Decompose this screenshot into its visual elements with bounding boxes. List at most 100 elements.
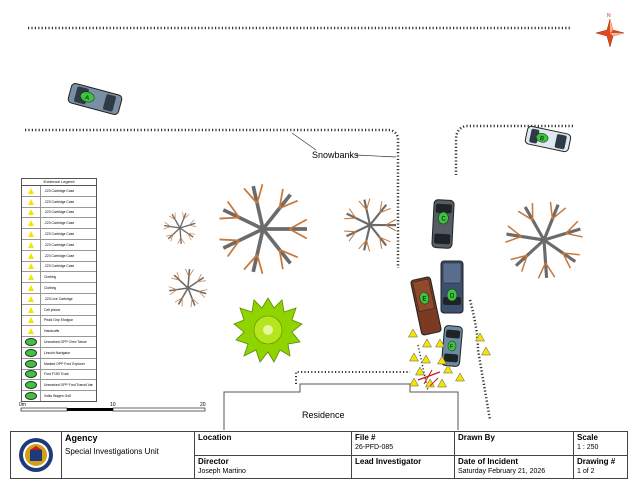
triangle-icon [28, 317, 34, 324]
evidence-marker[interactable] [415, 366, 425, 376]
evidence-marker-icon [22, 283, 41, 293]
tb-date-header: Date of Incident [458, 456, 519, 466]
title-block: Agency Special Investigations Unit Locat… [10, 431, 628, 479]
tb-location-header: Location [198, 433, 232, 442]
legend-row: Cell phone [22, 304, 96, 316]
oval-icon [25, 359, 37, 368]
snowbank-right [454, 124, 573, 175]
residence-label: Residence [302, 410, 345, 420]
legend-label: Clothing [44, 275, 57, 280]
legend-label: .223 Cartridge Case [44, 188, 75, 193]
evidence-legend: Evidence Legend .223 Cartridge Case .223 … [21, 178, 97, 402]
evidence-marker[interactable] [409, 352, 419, 362]
evidence-marker[interactable] [422, 338, 432, 348]
vehicle-b[interactable]: B [524, 125, 572, 153]
scale-bar: 0m 10 20 [19, 402, 206, 412]
tb-director-value: Joseph Martino [198, 467, 246, 475]
oval-icon [25, 338, 37, 347]
tb-drawn-header: Drawn By [458, 433, 495, 442]
vehicle-e-letter: E [422, 297, 426, 303]
tree [219, 183, 308, 275]
evidence-marker-icon [22, 196, 41, 207]
legend-label: Unmarked OPP Ford Transit Van [44, 383, 94, 388]
evidence-marker-icon [22, 218, 41, 229]
legend-row: .223 Cartridge Case [22, 250, 96, 262]
legend-label: .223 Cartridge Case [44, 264, 75, 269]
triangle-icon [28, 231, 34, 238]
evidence-marker[interactable] [443, 364, 453, 374]
trees [163, 183, 583, 308]
legend-row: .223 Cartridge Case [22, 196, 96, 208]
triangle-icon [28, 209, 34, 216]
legend-label: .223 Cartridge Case [44, 232, 75, 237]
north-compass: N [595, 13, 625, 48]
evidence-marker[interactable] [409, 377, 419, 387]
vehicle-marker-icon [22, 358, 41, 369]
tree [163, 211, 197, 245]
evidence-marker[interactable] [421, 354, 431, 364]
legend-row: .223 Cartridge Case [22, 239, 96, 251]
evidence-marker[interactable] [435, 338, 445, 348]
snowbanks-leader-1 [291, 132, 317, 151]
legend-label: Lincoln Navigator [44, 350, 71, 355]
legend-label: .223 Cartridge Case [44, 199, 75, 204]
tb-scale-col: Scale 1 : 250 Drawing # 1 of 2 [574, 432, 627, 478]
tb-lead-cell: Lead Investigator [352, 456, 454, 479]
legend-row: .223 Cartridge Case [22, 186, 96, 197]
evidence-marker-icon [22, 261, 41, 272]
evidence-marker[interactable] [455, 372, 465, 382]
legend-row: .223 Cartridge Case [22, 218, 96, 230]
triangle-icon [28, 274, 34, 281]
evidence-marker-icon [22, 250, 41, 261]
evidence-marker-icon [22, 315, 41, 326]
vehicle-f[interactable]: F [441, 325, 463, 367]
legend-row: Clothing [22, 283, 96, 294]
vehicle-d-letter: D [450, 294, 455, 300]
evidence-marker[interactable] [425, 378, 435, 388]
vehicle-b-letter: B [539, 136, 544, 143]
legend-row: .223 Live Cartridge [22, 293, 96, 305]
triangle-icon [28, 187, 34, 194]
evidence-legend-title: Evidence Legend [22, 179, 96, 186]
legend-label: Cell phone [44, 307, 61, 312]
tb-lead-header: Lead Investigator [355, 456, 422, 466]
triangle-icon [28, 252, 34, 259]
tb-file-cell: File # 26-PFD-085 [352, 432, 454, 456]
tb-file-value: 26-PFD-085 [355, 444, 394, 451]
evidence-marker[interactable] [437, 378, 447, 388]
tb-director-header: Director [198, 456, 229, 466]
legend-label: .223 Cartridge Case [44, 253, 75, 258]
evidence-marker[interactable] [475, 332, 485, 342]
vehicle-e[interactable]: E [410, 276, 442, 336]
legend-label: .223 Cartridge Case [44, 221, 75, 226]
scale-tick-0: 0m [19, 402, 26, 408]
evidence-marker[interactable] [481, 346, 491, 356]
evidence-marker-icon [22, 304, 41, 315]
vehicle-c[interactable]: C [431, 199, 455, 249]
vehicle-marker-icon [22, 347, 41, 358]
tb-drawing-header: Drawing # [577, 456, 616, 466]
snowbank-residence [295, 371, 410, 384]
oval-icon [25, 381, 37, 390]
legend-label: .223 Live Cartridge [44, 296, 73, 301]
tb-drawing-value: 1 of 2 [577, 467, 595, 475]
legend-row: Marked OPP Ford Explorer [22, 358, 96, 370]
vehicle-a[interactable]: A [67, 83, 123, 116]
tb-director-cell: Director Joseph Martino [195, 456, 351, 479]
legend-row: Volks Wagen Golf [22, 391, 96, 401]
tree [344, 198, 397, 252]
evidence-marker[interactable] [408, 328, 418, 338]
legend-label: Unmarked OPP Chev Tahoe [44, 340, 87, 345]
triangle-icon [28, 306, 34, 313]
legend-row: .223 Cartridge Case [22, 261, 96, 273]
tb-scale-value: 1 : 250 [577, 444, 599, 451]
scale-tick-20: 20 [200, 402, 206, 408]
tb-location-col: Location Director Joseph Martino [195, 432, 352, 478]
vehicle-marker-icon [22, 391, 41, 401]
triangle-icon [28, 220, 34, 227]
vehicle-c-letter: C [441, 217, 446, 223]
vehicle-d[interactable]: D [440, 260, 464, 314]
legend-row: Unmarked OPP Ford Transit Van [22, 380, 96, 392]
scene-diagram: Snowbanks Residence N A B C [19, 13, 625, 430]
evidence-marker[interactable] [437, 355, 447, 365]
